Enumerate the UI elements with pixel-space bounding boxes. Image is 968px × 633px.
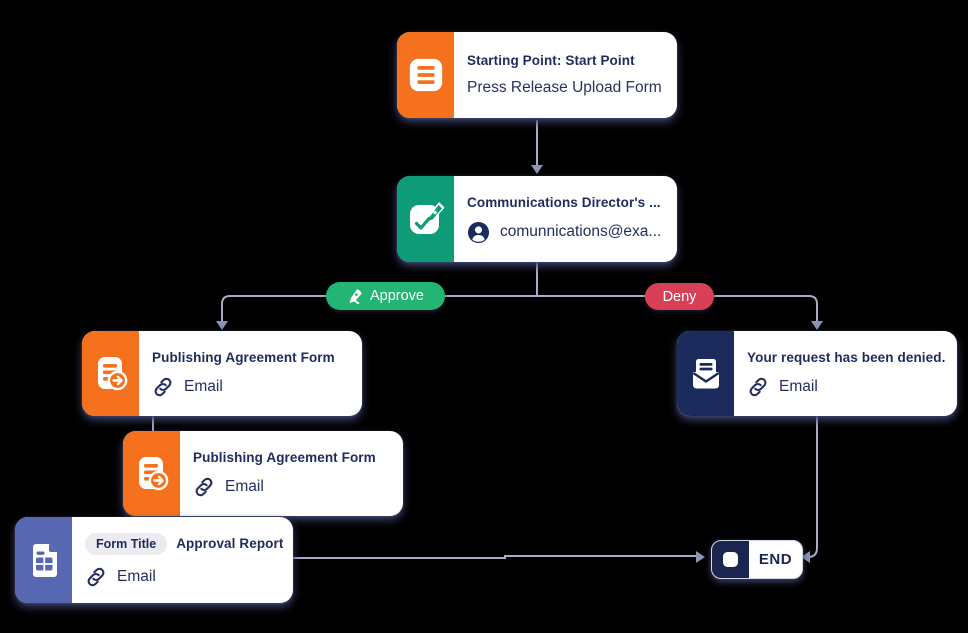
node-approval-assignee-row: comunnications@exa... (467, 221, 663, 244)
node-report-channel: Email (117, 567, 156, 585)
node-denied-title: Your request has been denied. (747, 349, 946, 365)
pen-nib-icon (349, 289, 362, 304)
node-start-title: Starting Point: Start Point (467, 53, 635, 68)
connector-branch-horizontal (221, 295, 818, 322)
arrowhead-into-approval (531, 165, 543, 174)
node-pub1-channel: Email (184, 377, 223, 395)
connector-report-to-end (292, 555, 697, 559)
node-pub2-title: Publishing Agreement Form (193, 449, 376, 465)
mail-letter-icon (692, 358, 719, 388)
arrowhead-into-end-left (696, 551, 705, 563)
node-denied-channel: Email (779, 377, 818, 395)
branch-deny-pill[interactable]: Deny (645, 283, 714, 310)
form-title-badge: Form Title (85, 532, 168, 555)
link-icon (195, 477, 213, 496)
node-start-point[interactable]: Starting Point: Start Point Press Releas… (397, 32, 677, 118)
arrowhead-into-end-right (801, 551, 810, 563)
node-end[interactable]: END (711, 540, 803, 579)
node-pub1-title: Publishing Agreement Form (152, 349, 335, 365)
node-report-title-row: Form Title Approval Report (85, 532, 283, 555)
node-start-accent-panel (397, 32, 454, 118)
node-publishing-agreement-2[interactable]: Publishing Agreement Form Email (123, 431, 403, 516)
node-approval-accent-panel (397, 176, 454, 262)
node-report-accent-panel (15, 517, 72, 603)
node-pub2-channel: Email (225, 477, 264, 495)
form-lines-icon (409, 58, 442, 92)
node-end-accent-panel (712, 541, 749, 578)
node-approval-report[interactable]: Form Title Approval Report Email (15, 517, 293, 603)
node-approval-step[interactable]: Communications Director's ... comunnicat… (397, 176, 677, 262)
connector-denied-to-end (807, 415, 818, 558)
person-icon (467, 221, 490, 243)
node-request-denied[interactable]: Your request has been denied. Email (677, 331, 957, 416)
node-denied-accent-panel (677, 331, 734, 416)
stop-icon (723, 552, 738, 567)
branch-approve-pill[interactable]: Approve (326, 282, 445, 310)
form-send-icon (138, 456, 168, 490)
node-approval-title: Communications Director's ... (467, 194, 661, 210)
node-start-subtitle: Press Release Upload Form (467, 79, 662, 96)
branch-deny-label: Deny (662, 288, 697, 305)
node-pub2-channel-row: Email (193, 476, 389, 498)
node-report-title: Approval Report (176, 536, 284, 551)
node-end-label: END (758, 551, 793, 568)
node-pub1-accent-panel (82, 331, 139, 416)
node-approval-email: comunnications@exa... (500, 223, 662, 240)
node-report-channel-row: Email (85, 566, 279, 588)
node-publishing-agreement-1[interactable]: Publishing Agreement Form Email (82, 331, 362, 416)
node-pub2-accent-panel (123, 431, 180, 516)
link-icon (87, 567, 105, 586)
approve-sign-icon (409, 202, 444, 234)
report-table-icon (32, 544, 57, 577)
form-send-icon (97, 356, 127, 390)
branch-approve-label: Approve (369, 288, 424, 304)
node-pub1-channel-row: Email (152, 376, 348, 398)
arrowhead-into-denied (811, 321, 823, 330)
link-icon (749, 377, 767, 396)
node-denied-channel-row: Email (747, 376, 943, 398)
link-icon (154, 377, 172, 396)
arrowhead-into-pub1 (216, 321, 228, 330)
